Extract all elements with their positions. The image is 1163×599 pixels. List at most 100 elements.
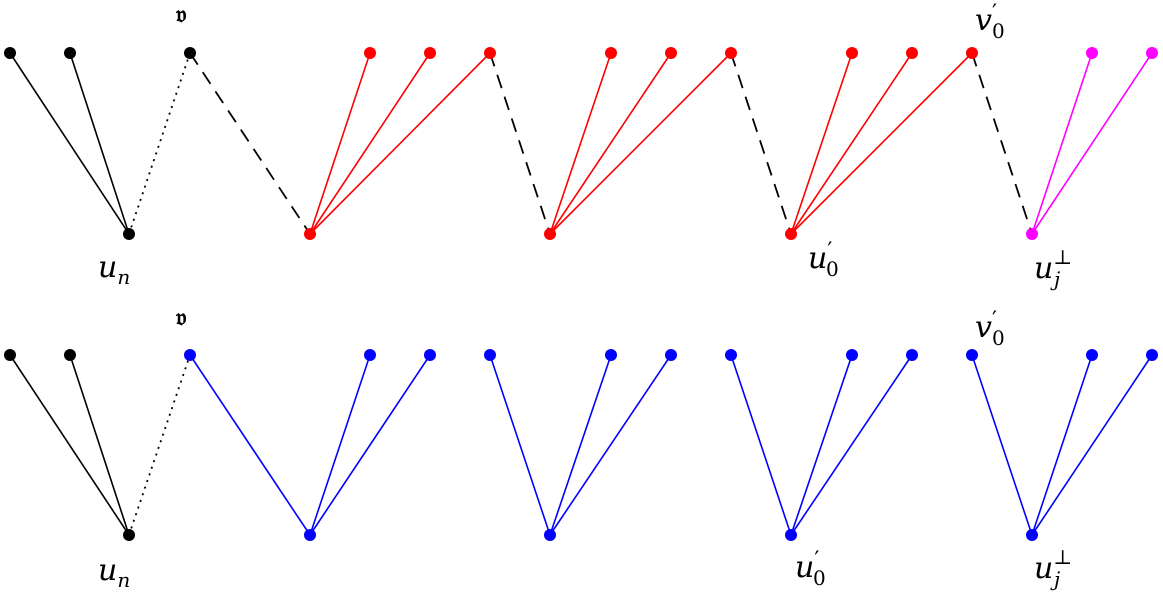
- bot-node-uj: [1026, 529, 1038, 541]
- bot-node: [544, 529, 556, 541]
- top-node-v0: [966, 47, 978, 59]
- bot-node: [424, 349, 436, 361]
- label-base: u: [1034, 551, 1053, 586]
- top-node-un: [123, 228, 135, 240]
- bot-label-v0: v′0: [975, 308, 1005, 350]
- bot-blue-edge: [1031, 354, 1153, 536]
- bot-node: [64, 349, 76, 361]
- bot-blue-edge: [790, 354, 913, 536]
- bot-node: [725, 349, 737, 361]
- label-sub: j: [1050, 267, 1060, 291]
- bot-node: [846, 349, 858, 361]
- top-node: [1146, 47, 1158, 59]
- bot-label-v: 𝔳: [175, 302, 187, 331]
- bot-node: [364, 349, 376, 361]
- top-node: [605, 47, 617, 59]
- bot-node: [605, 349, 617, 361]
- top-node-v: [184, 47, 196, 59]
- bot-node: [1146, 349, 1158, 361]
- bot-blue-edge: [549, 354, 612, 536]
- bot-node: [4, 349, 16, 361]
- top-label-u0: u′0: [808, 239, 839, 281]
- top-node: [665, 47, 677, 59]
- top-dashed-edge: [489, 52, 551, 235]
- top-red-edge: [790, 52, 973, 235]
- label-base: v: [975, 310, 992, 345]
- bot-blue-edge: [189, 354, 311, 536]
- top-node: [544, 228, 556, 240]
- bot-node-un: [123, 529, 135, 541]
- bottom-row: 𝔳 un v′0 u′0 u⊥j: [4, 302, 1158, 592]
- top-node-uj: [1026, 228, 1038, 240]
- top-node: [4, 47, 16, 59]
- top-magenta-edge: [1031, 52, 1093, 235]
- label-prime: ′: [827, 239, 832, 264]
- label-sub: 0: [826, 257, 839, 281]
- bot-blue-edge: [730, 354, 792, 536]
- top-label-uj: u⊥j: [1034, 245, 1072, 291]
- bot-label-uj: u⊥j: [1034, 545, 1072, 591]
- label-sub: 0: [813, 566, 826, 590]
- bot-black-edge: [9, 354, 130, 536]
- top-label-v0: v′0: [975, 1, 1005, 43]
- bot-blue-edge: [309, 354, 371, 536]
- bot-blue-edge: [790, 354, 853, 536]
- top-node: [364, 47, 376, 59]
- label-sub: 0: [992, 19, 1005, 43]
- top-red-edge: [309, 52, 431, 235]
- bot-dotted-edge: [128, 354, 191, 536]
- bot-label-un: un: [98, 553, 130, 592]
- bot-blue-edge: [549, 354, 672, 536]
- top-red-edge: [549, 52, 732, 235]
- label-sup: ⊥: [1053, 245, 1072, 269]
- bot-node: [665, 349, 677, 361]
- top-red-edge: [790, 52, 913, 235]
- top-red-edge: [309, 52, 371, 235]
- top-dashed-edge: [730, 52, 792, 235]
- label-sub: n: [117, 265, 130, 289]
- label-sup: ⊥: [1053, 545, 1072, 569]
- label-base: u: [795, 550, 814, 585]
- top-black-edge: [69, 52, 130, 235]
- label-sub: 0: [992, 326, 1005, 350]
- bot-node-v0: [966, 349, 978, 361]
- bot-node: [1086, 349, 1098, 361]
- bot-blue-edge: [1031, 354, 1093, 536]
- top-red-edge: [309, 52, 491, 235]
- top-node: [1086, 47, 1098, 59]
- label-prime: ′: [814, 548, 819, 573]
- bot-black-edge: [69, 354, 130, 536]
- bot-node: [304, 529, 316, 541]
- top-node: [725, 47, 737, 59]
- top-dotted-edge: [128, 52, 191, 235]
- top-red-edge: [549, 52, 672, 235]
- label-base: u: [1034, 251, 1053, 286]
- top-node: [906, 47, 918, 59]
- top-node: [304, 228, 316, 240]
- label-sub: j: [1050, 567, 1060, 591]
- top-row: 𝔳 un v′0 u′0 u⊥j: [4, 0, 1158, 291]
- top-node: [846, 47, 858, 59]
- bot-node: [906, 349, 918, 361]
- top-node-u0: [785, 228, 797, 240]
- bot-blue-edge: [971, 354, 1033, 536]
- label-base: u: [98, 553, 117, 588]
- label-prime: ′: [992, 1, 997, 26]
- top-dashed-edge: [189, 52, 311, 235]
- bot-node: [484, 349, 496, 361]
- bot-node-v: [184, 349, 196, 361]
- top-node: [64, 47, 76, 59]
- bot-blue-edge: [489, 354, 551, 536]
- top-red-edge: [549, 52, 612, 235]
- label-sub: n: [117, 568, 130, 592]
- label-base: v: [975, 3, 992, 38]
- top-dashed-edge: [971, 52, 1033, 235]
- top-black-edge: [9, 52, 130, 235]
- bot-label-u0: u′0: [795, 548, 826, 590]
- top-node: [424, 47, 436, 59]
- top-label-v: 𝔳: [175, 0, 187, 28]
- top-red-edge: [790, 52, 853, 235]
- label-prime: ′: [992, 308, 997, 333]
